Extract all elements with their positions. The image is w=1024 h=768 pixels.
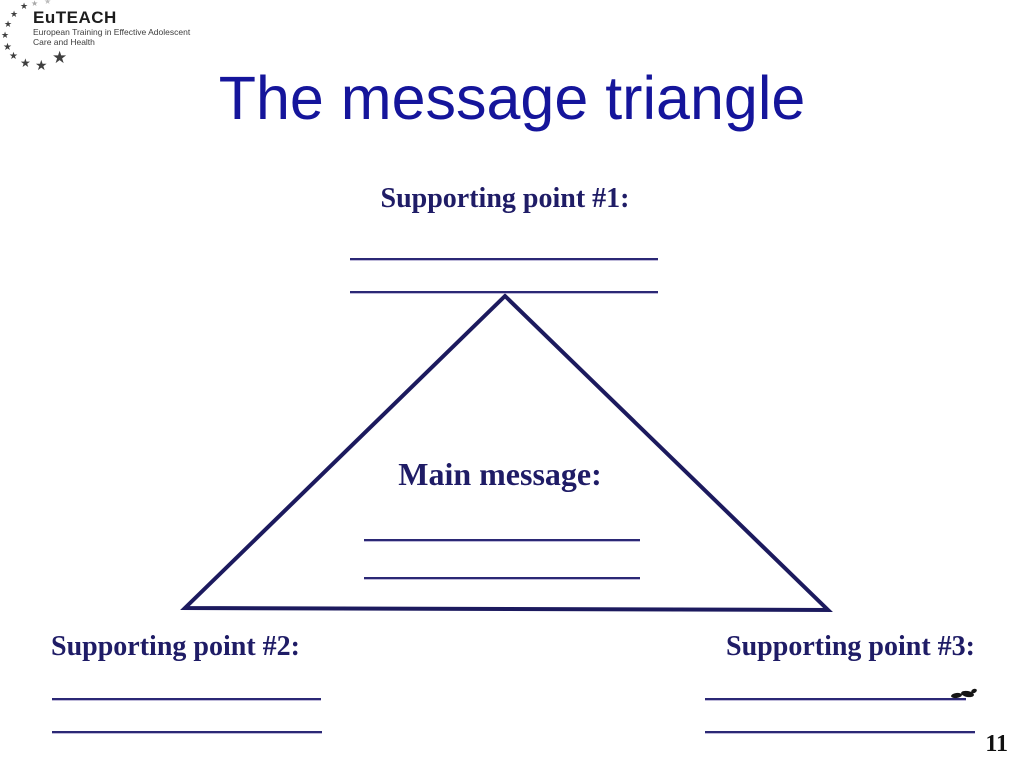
blank-line: [705, 731, 975, 733]
supporting-point-2-label: Supporting point #2:: [51, 631, 300, 662]
star-icon: ★: [52, 48, 68, 68]
slide-title: The message triangle: [218, 64, 806, 132]
blank-line: [52, 731, 322, 733]
main-message-label: Main message:: [398, 456, 602, 492]
star-icon: ★: [44, 0, 52, 6]
star-icon: ★: [3, 42, 12, 53]
supporting-point-1-label: Supporting point #1:: [380, 183, 630, 214]
blank-line: [705, 698, 966, 700]
star-icon: ★: [10, 10, 19, 20]
blank-line: [364, 577, 640, 579]
star-icon: ★: [31, 0, 39, 8]
blank-line: [350, 291, 658, 293]
star-icon: ★: [4, 20, 13, 30]
star-icon: ★: [20, 56, 31, 70]
blank-line: [52, 698, 321, 700]
logo-subtitle-line2: Care and Health: [33, 37, 95, 48]
logo-subtitle-line1: European Training in Effective Adolescen…: [33, 26, 191, 37]
logo-text: EuTEACH European Training in Effective A…: [33, 9, 190, 48]
star-icon: ★: [20, 2, 29, 12]
star-icon: ★: [9, 51, 18, 62]
blank-line: [364, 539, 640, 541]
supporting-point-3-label: Supporting point #3:: [726, 631, 975, 662]
star-icon: ★: [35, 58, 48, 74]
star-icon: ★: [1, 31, 10, 41]
ink-scribble-mark: [950, 687, 978, 699]
page-number: 11: [985, 731, 1008, 757]
logo-name: EuTEACH: [33, 8, 117, 27]
euteach-logo: ★ ★ ★ ★ ★ ★ ★ ★ ★ ★ ★ EuTEACH European T…: [0, 0, 190, 80]
blank-line: [350, 258, 658, 260]
